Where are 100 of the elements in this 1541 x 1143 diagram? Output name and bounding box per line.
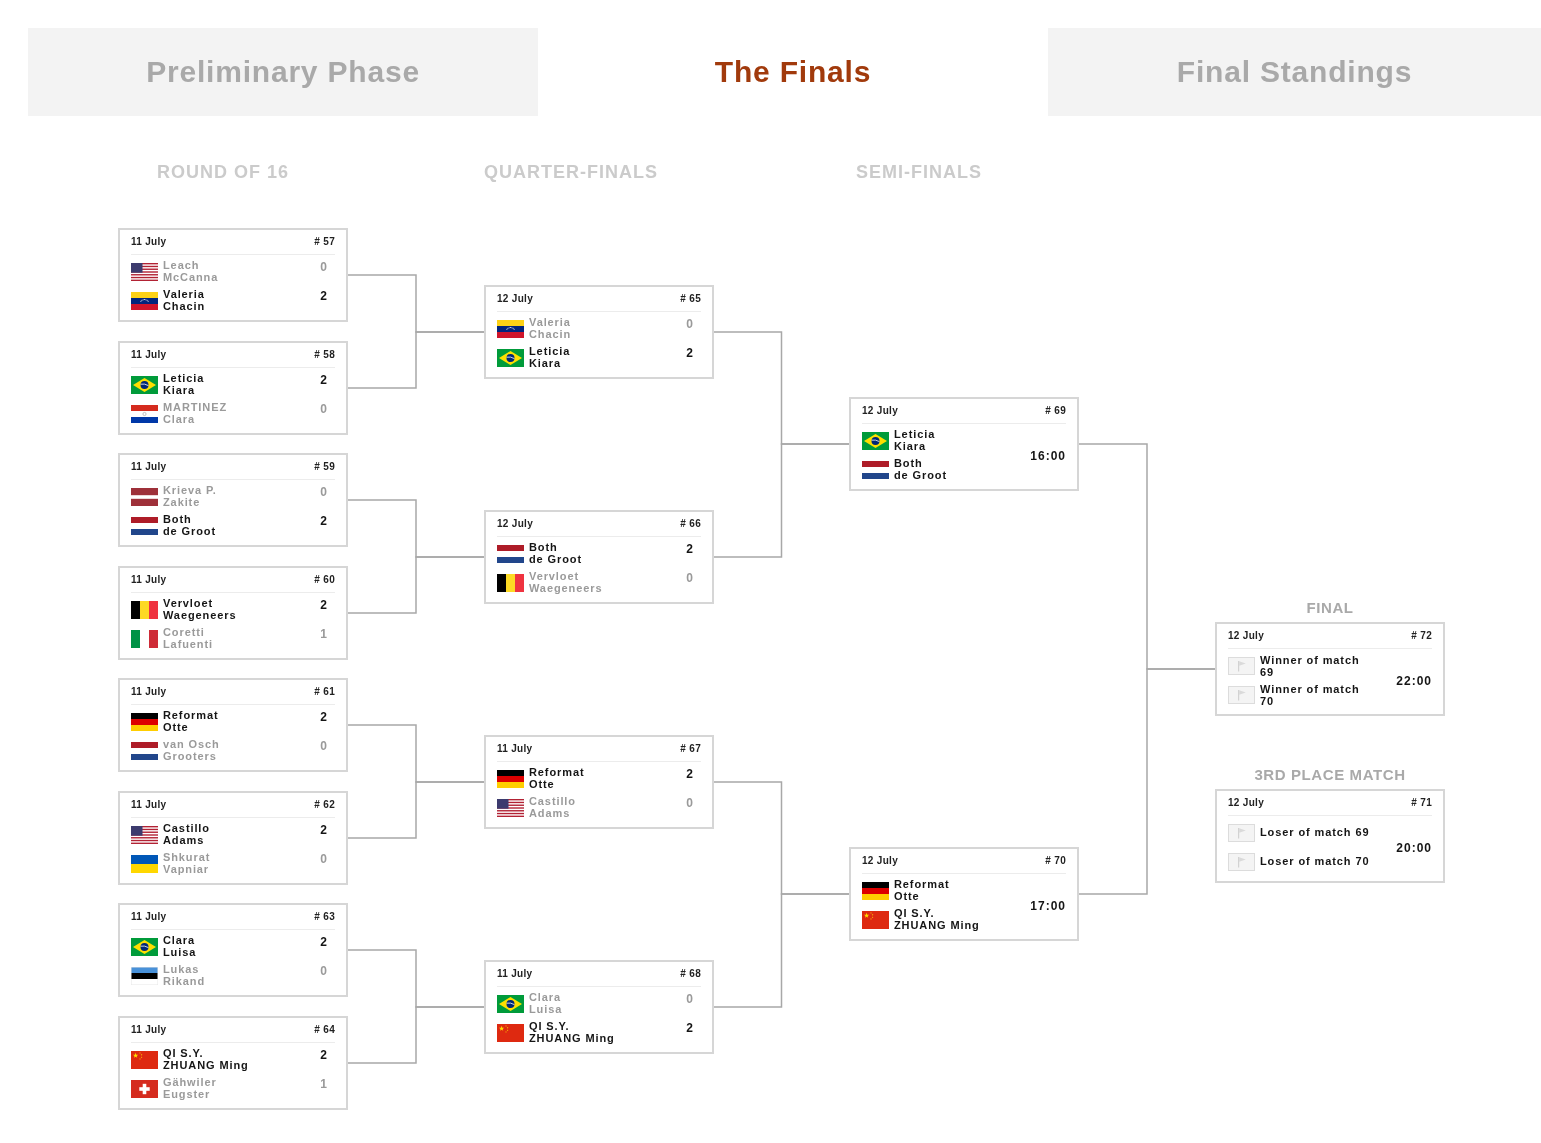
player-name: QI S.Y. (163, 1048, 204, 1060)
bracket-line (713, 443, 850, 558)
player-name: Winner of match 70 (1260, 683, 1361, 707)
bracket-line (713, 893, 850, 1008)
player-name: Eugster (163, 1089, 211, 1101)
match-card (118, 228, 348, 322)
match-number: # 69 (1045, 405, 1066, 417)
match-card (118, 791, 348, 885)
player-name: Leticia (163, 373, 205, 385)
player-name: Both (163, 514, 192, 526)
player-name: de Groot (529, 554, 583, 566)
player-name: Winner of match 69 (1260, 654, 1361, 678)
player-name: Otte (894, 891, 920, 903)
player-name: Both (529, 542, 558, 554)
phase-tab: Preliminary Phase (28, 28, 538, 116)
player-name: QI S.Y. (529, 1021, 570, 1033)
bracket-line (347, 781, 485, 839)
player-name: Reformat (529, 767, 585, 779)
player-name: Kiara (163, 385, 196, 397)
player-name: McCanna (163, 272, 219, 284)
player-name: Shkurat (163, 852, 211, 864)
match-card (849, 397, 1079, 491)
player-name: Zakite (163, 497, 201, 509)
score: 2 (686, 767, 693, 781)
player-name: Lukas (163, 964, 200, 976)
score: 0 (320, 739, 327, 753)
player-name: Castillo (529, 796, 576, 808)
match-date: 11 July (131, 349, 167, 361)
player-name: Chacin (163, 301, 206, 313)
match-card (118, 453, 348, 547)
score: 0 (320, 964, 327, 978)
player-name: Waegeneers (163, 610, 237, 622)
match-date: 11 July (497, 968, 533, 980)
score: 2 (320, 289, 327, 303)
score: 0 (686, 796, 693, 810)
player-name: Valeria (529, 317, 571, 329)
phase-tab: Final Standings (1048, 28, 1541, 116)
player-name: Lafuenti (163, 639, 213, 651)
section-heading: 3RD PLACE MATCH (1254, 766, 1406, 782)
player-name: Luisa (529, 1004, 563, 1016)
score: 2 (320, 823, 327, 837)
player-name: Clara (163, 414, 196, 426)
player-name: van Osch (163, 739, 220, 751)
player-name: Vapniar (163, 864, 210, 876)
match-date: 12 July (1228, 630, 1264, 642)
score: 2 (320, 710, 327, 724)
player-name: QI S.Y. (894, 908, 935, 920)
match-date: 12 July (862, 405, 898, 417)
player-name: Valeria (163, 289, 205, 301)
match-card (118, 566, 348, 660)
player-name: Krieva P. (163, 485, 217, 497)
player-name: Otte (163, 722, 189, 734)
match-date: 12 July (497, 518, 533, 530)
player-name: Waegeneers (529, 583, 603, 595)
match-date: 11 July (131, 799, 167, 811)
player-name: Leach (163, 260, 200, 272)
match-card (1215, 622, 1445, 716)
score: 0 (320, 260, 327, 274)
player-name: Coretti (163, 627, 205, 639)
match-time: 22:00 (1396, 674, 1432, 687)
score: 1 (320, 627, 327, 641)
player-name: ZHUANG Ming (894, 920, 980, 932)
match-card (118, 903, 348, 997)
player-name: Chacin (529, 329, 572, 341)
match-date: 11 July (131, 574, 167, 586)
player-name: Kiara (894, 441, 927, 453)
player-name: Clara (163, 935, 196, 947)
player-name: Reformat (894, 879, 950, 891)
player-name: Rikand (163, 976, 206, 988)
match-card (484, 285, 714, 379)
match-date: 11 July (131, 686, 167, 698)
match-date: 11 July (497, 743, 533, 755)
match-card (849, 847, 1079, 941)
match-number: # 62 (314, 799, 335, 811)
score: 2 (320, 373, 327, 387)
match-number: # 59 (314, 461, 335, 473)
match-date: 11 July (131, 236, 167, 248)
player-name: Clara (529, 992, 562, 1004)
score: 0 (320, 485, 327, 499)
match-number: # 57 (314, 236, 335, 248)
score: 0 (686, 992, 693, 1006)
player-name: de Groot (894, 470, 948, 482)
player-name: Luisa (163, 947, 197, 959)
player-name: Kiara (529, 358, 562, 370)
match-time: 16:00 (1030, 449, 1066, 462)
score: 2 (320, 514, 327, 528)
match-number: # 68 (680, 968, 701, 980)
match-date: 11 July (131, 461, 167, 473)
match-card (118, 678, 348, 772)
score: 2 (320, 1048, 327, 1062)
score: 2 (686, 542, 693, 556)
match-date: 12 July (1228, 797, 1264, 809)
bracket-line (347, 331, 485, 389)
player-name: Otte (529, 779, 555, 791)
player-name: Adams (529, 808, 571, 820)
player-name: Vervloet (163, 598, 213, 610)
player-name: ZHUANG Ming (529, 1033, 615, 1045)
match-number: # 61 (314, 686, 335, 698)
match-card (484, 510, 714, 604)
match-number: # 67 (680, 743, 701, 755)
